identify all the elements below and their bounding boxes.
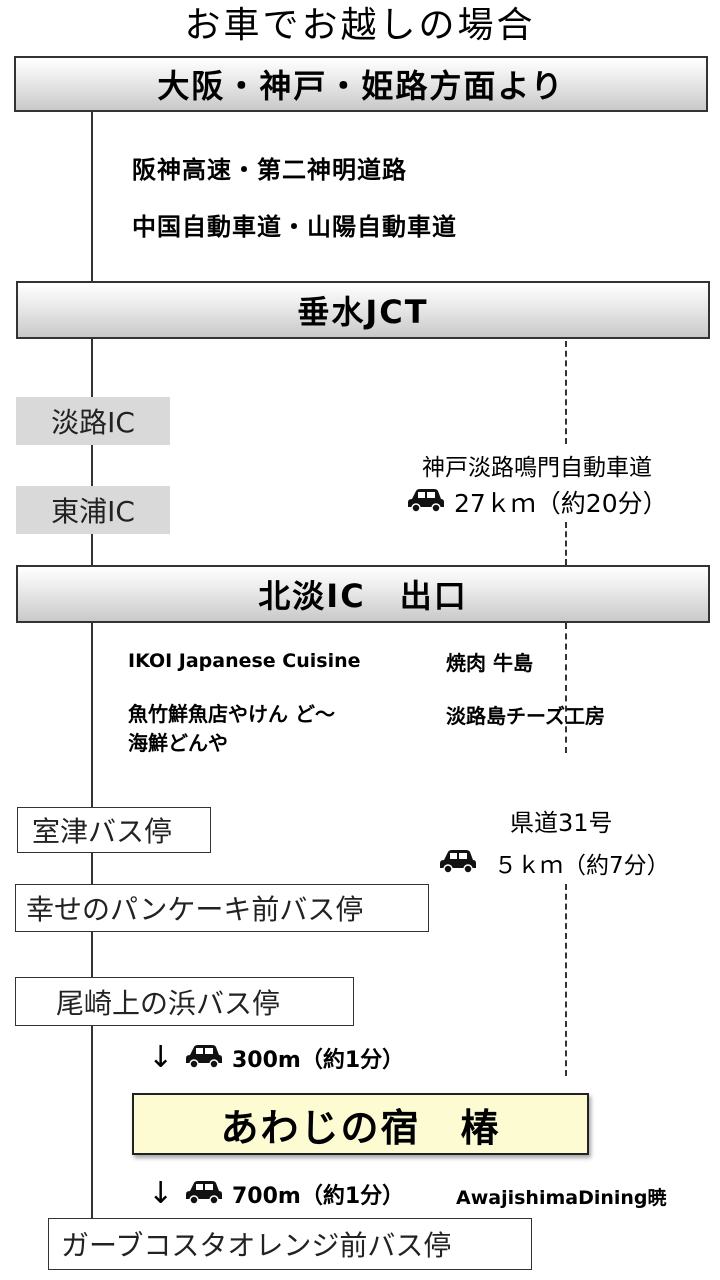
route-label-1: 阪神高速・第二神明道路 [132, 156, 407, 184]
down-arrow-icon: ↓ [148, 1040, 174, 1075]
prefectural-road-distance-row: ５ｋｍ（約7分） [438, 846, 670, 880]
route-label-2: 中国自動車道・山陽自動車道 [132, 213, 457, 241]
hotel-name: あわじの宿 椿 [132, 1093, 589, 1155]
segment-1-distance: 300m（約1分） [232, 1047, 405, 1073]
exit-bar: 北淡IC 出口 [16, 565, 710, 623]
dining-akatsuki: AwajishimaDining暁 [456, 1187, 667, 1209]
route-line-5 [91, 623, 93, 807]
dashed-line-4 [565, 884, 567, 1076]
bus-stop-garbe-costa-orange: ガーブコスタオレンジ前バス停 [48, 1218, 532, 1270]
bus-stop-murotsu: 室津バス停 [17, 807, 211, 853]
restaurant-ikoi: IKOI Japanese Cuisine [128, 650, 361, 672]
expressway-distance-row: 27ｋｍ（約20分） [406, 484, 668, 520]
dashed-line-2 [565, 522, 567, 565]
route-line-8 [91, 1026, 93, 1218]
bus-stop-ozaki: 尾崎上の浜バス停 [15, 977, 354, 1026]
route-line-3 [91, 445, 93, 486]
car-icon [406, 485, 454, 519]
route-line-4 [91, 534, 93, 565]
segment-2-row: ↓ 700m（約1分） [148, 1176, 404, 1211]
route-line-1 [91, 112, 93, 281]
cheese-workshop: 淡路島チーズ工房 [446, 704, 605, 728]
car-icon [184, 1041, 232, 1075]
route-line-2 [91, 339, 93, 397]
bus-stop-pancake: 幸せのパンケーキ前バス停 [15, 884, 429, 932]
car-icon [438, 846, 486, 880]
prefectural-road-distance: ５ｋｍ（約7分） [494, 853, 670, 879]
segment-1-row: ↓ 300m（約1分） [148, 1040, 404, 1075]
segment-2-distance: 700m（約1分） [232, 1183, 405, 1209]
ic-awaji: 淡路IC [16, 397, 170, 445]
restaurant-ushijima: 焼肉 牛島 [446, 651, 533, 675]
restaurant-uotake: 魚竹鮮魚店やけん ど～ 海鮮どんや [128, 702, 335, 755]
route-line-6 [91, 853, 93, 884]
dashed-line-1 [565, 341, 567, 444]
down-arrow-icon: ↓ [148, 1176, 174, 1211]
ic-higashiura: 東浦IC [16, 486, 170, 534]
route-line-7 [91, 932, 93, 977]
expressway-distance: 27ｋｍ（約20分） [454, 489, 668, 518]
page-title: お車でお越しの場合 [184, 5, 536, 46]
jct-bar: 垂水JCT [16, 281, 710, 339]
car-icon [184, 1177, 232, 1211]
origin-bar: 大阪・神戸・姫路方面より [14, 56, 708, 112]
dashed-line-3 [565, 623, 567, 753]
prefectural-road-name: 県道31号 [510, 809, 613, 837]
expressway-name: 神戸淡路鳴門自動車道 [422, 455, 652, 481]
